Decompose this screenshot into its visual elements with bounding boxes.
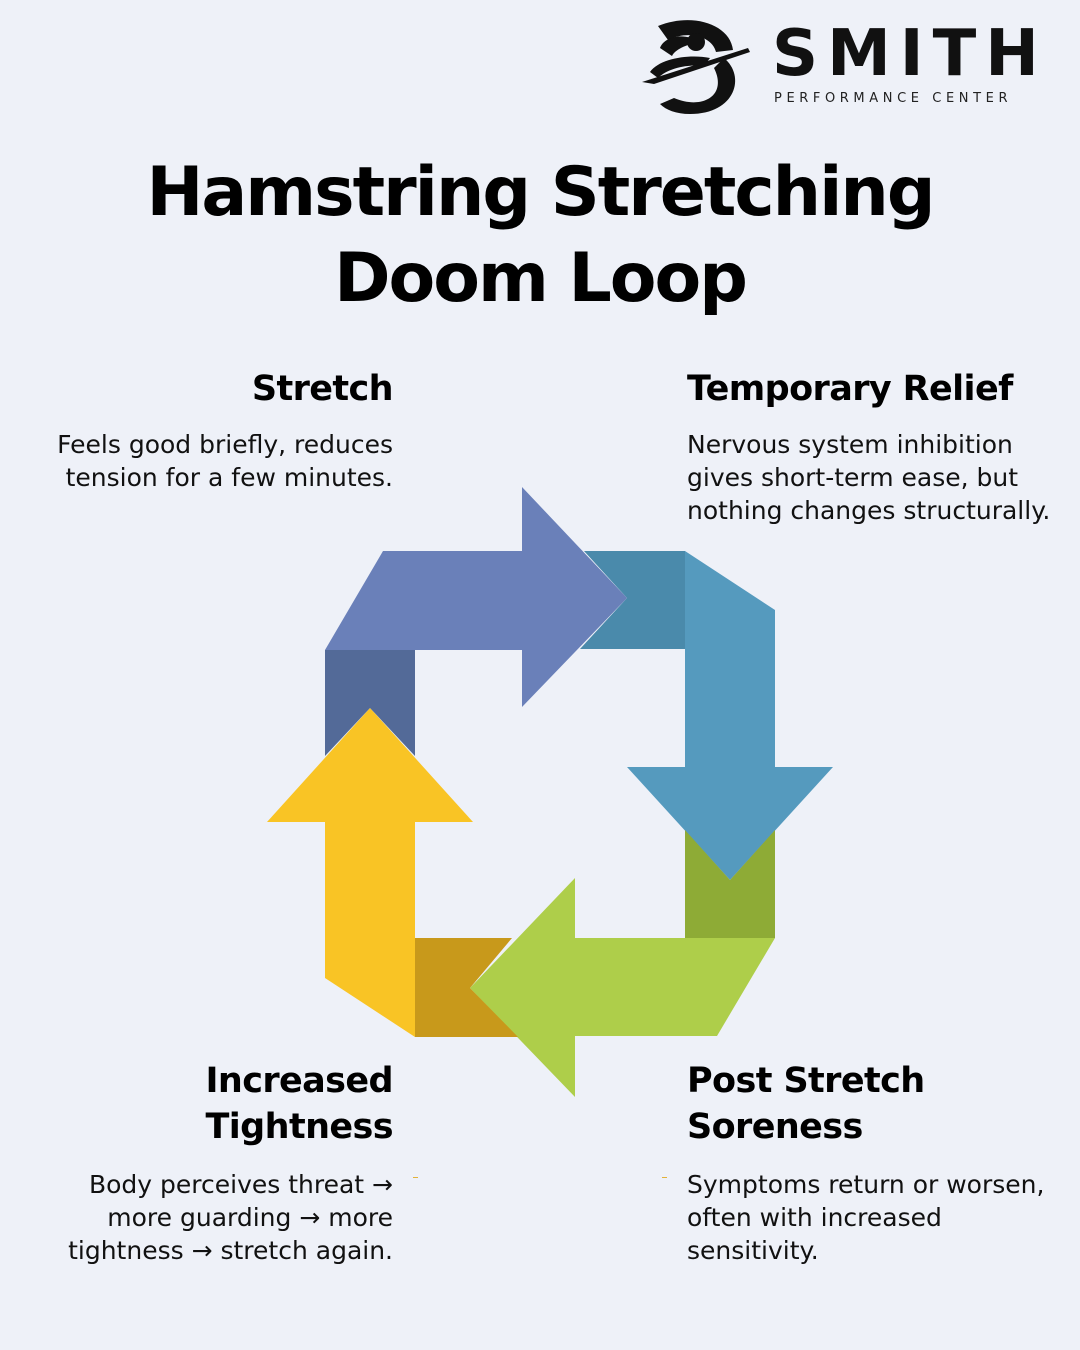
step-temporary-relief: Temporary Relief Nervous system inhibiti…: [687, 366, 1057, 527]
arrow-relief: [627, 551, 833, 880]
step-heading: Increased Tightness: [205, 1061, 393, 1147]
title-line-1: Hamstring Stretching: [146, 153, 936, 232]
arrow-stretch: [325, 487, 627, 707]
arrow-stretch-joint: [580, 551, 685, 649]
arrow-soreness-joint: [415, 938, 518, 1037]
divider-mark: [413, 1177, 418, 1178]
step-description: Body perceives threat → more guarding → …: [68, 1170, 393, 1265]
step-heading: Stretch: [251, 369, 394, 409]
step-increased-tightness: Increased Tightness Body perceives threa…: [33, 1058, 394, 1267]
arrow-tightness-joint: [325, 650, 415, 756]
step-post-stretch-soreness: Post Stretch Soreness Symptoms return or…: [687, 1058, 1047, 1267]
step-stretch: Stretch Feels good briefly, reduces tens…: [33, 366, 393, 494]
arrow-tightness: [267, 708, 473, 1037]
brand-name: SMITH: [772, 17, 1048, 91]
brand-tagline: PERFORMANCE CENTER: [774, 91, 1013, 106]
divider-mark: [662, 1177, 667, 1178]
step-heading: Temporary Relief: [687, 369, 1013, 409]
arrow-soreness: [470, 878, 775, 1097]
step-description: Nervous system inhibition gives short-te…: [687, 430, 1051, 525]
title-line-2: Doom Loop: [334, 239, 748, 318]
arrow-relief-joint: [685, 830, 775, 938]
step-heading: Post Stretch Soreness: [687, 1061, 925, 1147]
runner-logo-icon: [642, 20, 750, 114]
page-title: Hamstring Stretching Doom Loop: [0, 150, 1080, 322]
brand-logo: SMITH PERFORMANCE CENTER: [640, 17, 1070, 118]
step-description: Symptoms return or worsen, often with in…: [687, 1170, 1045, 1265]
step-description: Feels good briefly, reduces tension for …: [57, 430, 393, 492]
